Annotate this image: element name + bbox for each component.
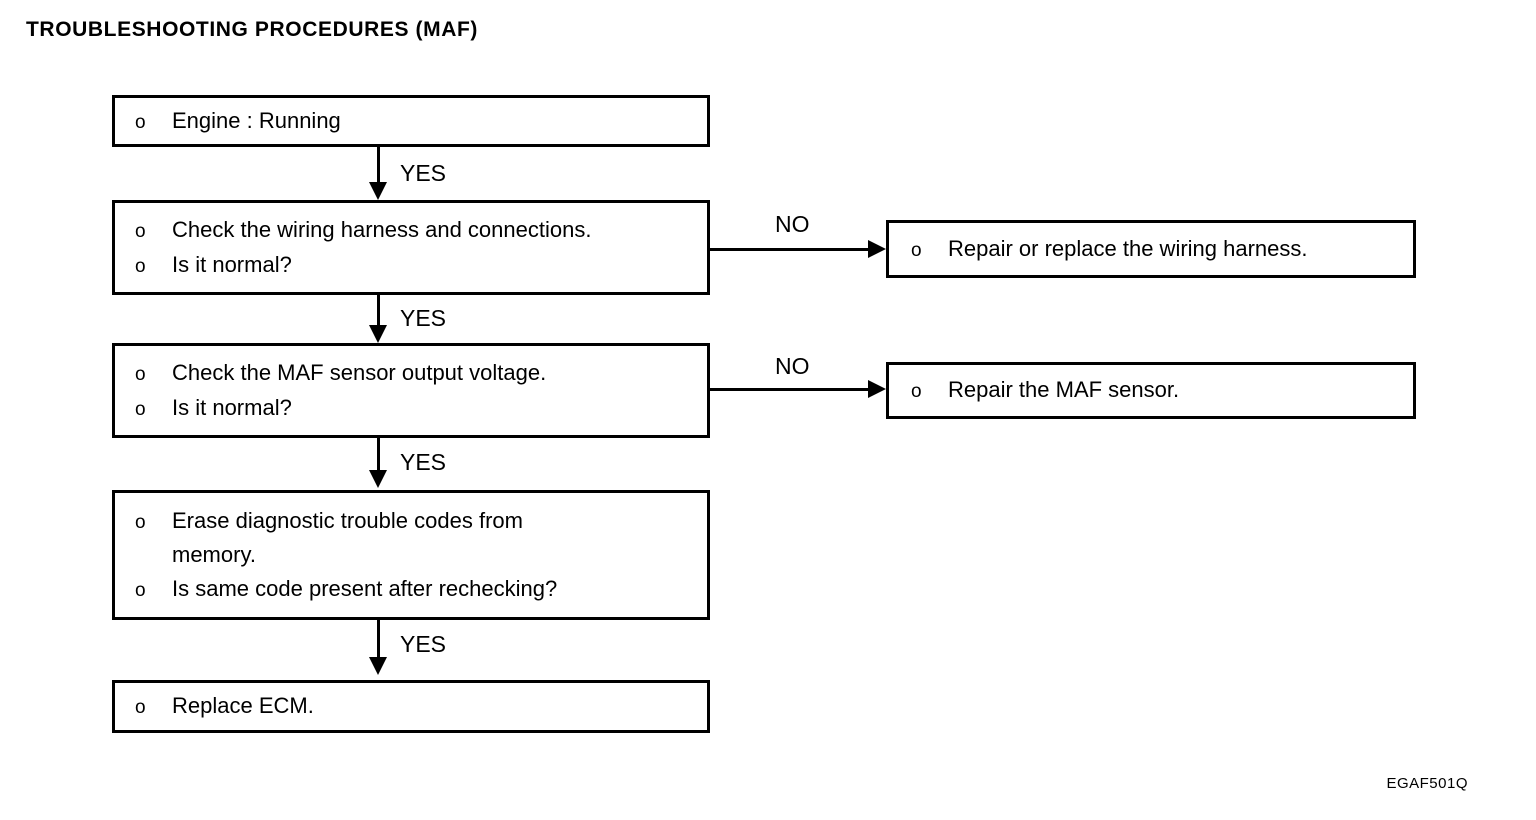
arrow-down-icon: [369, 182, 387, 200]
arrow-right-icon: [868, 240, 886, 258]
bullet-icon: o: [135, 255, 146, 277]
edge-label-wiring-to-maf: YES: [400, 305, 447, 331]
node-text: Is same code present after rechecking?: [172, 576, 558, 602]
arrow-right-icon: [868, 380, 886, 398]
bullet-icon: o: [135, 111, 146, 133]
bullet-icon: o: [135, 580, 146, 602]
bullet-icon: o: [135, 221, 146, 243]
node-text: memory.: [172, 541, 256, 567]
arrow-down-icon: [369, 325, 387, 343]
edge-label-erase-to-replace-ecm: YES: [400, 631, 447, 657]
arrow-down-icon: [369, 657, 387, 675]
bullet-icon: o: [135, 511, 146, 533]
connector-maf-no-to-repair-maf: [710, 388, 870, 391]
connector-erase-to-replace-ecm: [377, 620, 380, 660]
figure-code: EGAF501Q: [1386, 775, 1468, 792]
node-text: Check the wiring harness and connections…: [172, 217, 592, 243]
bullet-icon: o: [135, 364, 146, 386]
node-line: o Check the MAF sensor output voltage.: [135, 356, 707, 390]
node-erase-dtc: o Erase diagnostic trouble codes from me…: [112, 490, 710, 620]
edge-label-maf-to-erase: YES: [400, 449, 447, 475]
node-line: o Is it normal?: [135, 248, 707, 282]
bullet-icon: o: [911, 381, 922, 403]
bullet-icon: o: [135, 697, 146, 719]
connector-wiring-to-maf: [377, 295, 380, 328]
node-text: Repair the MAF sensor.: [948, 377, 1180, 403]
node-line: o Erase diagnostic trouble codes from: [135, 504, 707, 538]
node-line: o Repair or replace the wiring harness.: [911, 232, 1413, 266]
node-text: Erase diagnostic trouble codes from: [172, 507, 523, 533]
connector-engine-to-wiring: [377, 147, 380, 185]
bullet-icon: o: [135, 398, 146, 420]
node-text: Check the MAF sensor output voltage.: [172, 360, 547, 386]
node-line: o Is it normal?: [135, 391, 707, 425]
node-line: o Is same code present after rechecking?: [135, 572, 707, 606]
node-line: o Check the wiring harness and connectio…: [135, 213, 707, 247]
node-text: Repair or replace the wiring harness.: [948, 235, 1308, 261]
node-repair-maf-sensor: o Repair the MAF sensor.: [886, 362, 1416, 419]
edge-label-wiring-no: NO: [775, 211, 810, 237]
node-replace-ecm: o Replace ECM.: [112, 680, 710, 733]
page-title: TROUBLESHOOTING PROCEDURES (MAF): [26, 18, 479, 41]
node-engine-running: o Engine : Running: [112, 95, 710, 147]
node-line: o Repair the MAF sensor.: [911, 373, 1413, 407]
node-text: Engine : Running: [172, 107, 341, 133]
connector-wiring-no-to-repair-harness: [710, 248, 870, 251]
edge-label-engine-to-wiring: YES: [400, 160, 447, 186]
node-text: Replace ECM.: [172, 693, 314, 719]
node-line-continuation: memory.: [135, 538, 707, 572]
node-check-wiring-harness: o Check the wiring harness and connectio…: [112, 200, 710, 295]
node-text: Is it normal?: [172, 251, 292, 277]
node-line: o Replace ECM.: [135, 689, 707, 723]
node-check-maf-output-voltage: o Check the MAF sensor output voltage. o…: [112, 343, 710, 438]
node-repair-wiring-harness: o Repair or replace the wiring harness.: [886, 220, 1416, 278]
connector-maf-to-erase: [377, 438, 380, 473]
bullet-icon: o: [911, 239, 922, 261]
node-text: Is it normal?: [172, 394, 292, 420]
edge-label-maf-no: NO: [775, 353, 810, 379]
arrow-down-icon: [369, 470, 387, 488]
node-line: o Engine : Running: [135, 104, 707, 138]
